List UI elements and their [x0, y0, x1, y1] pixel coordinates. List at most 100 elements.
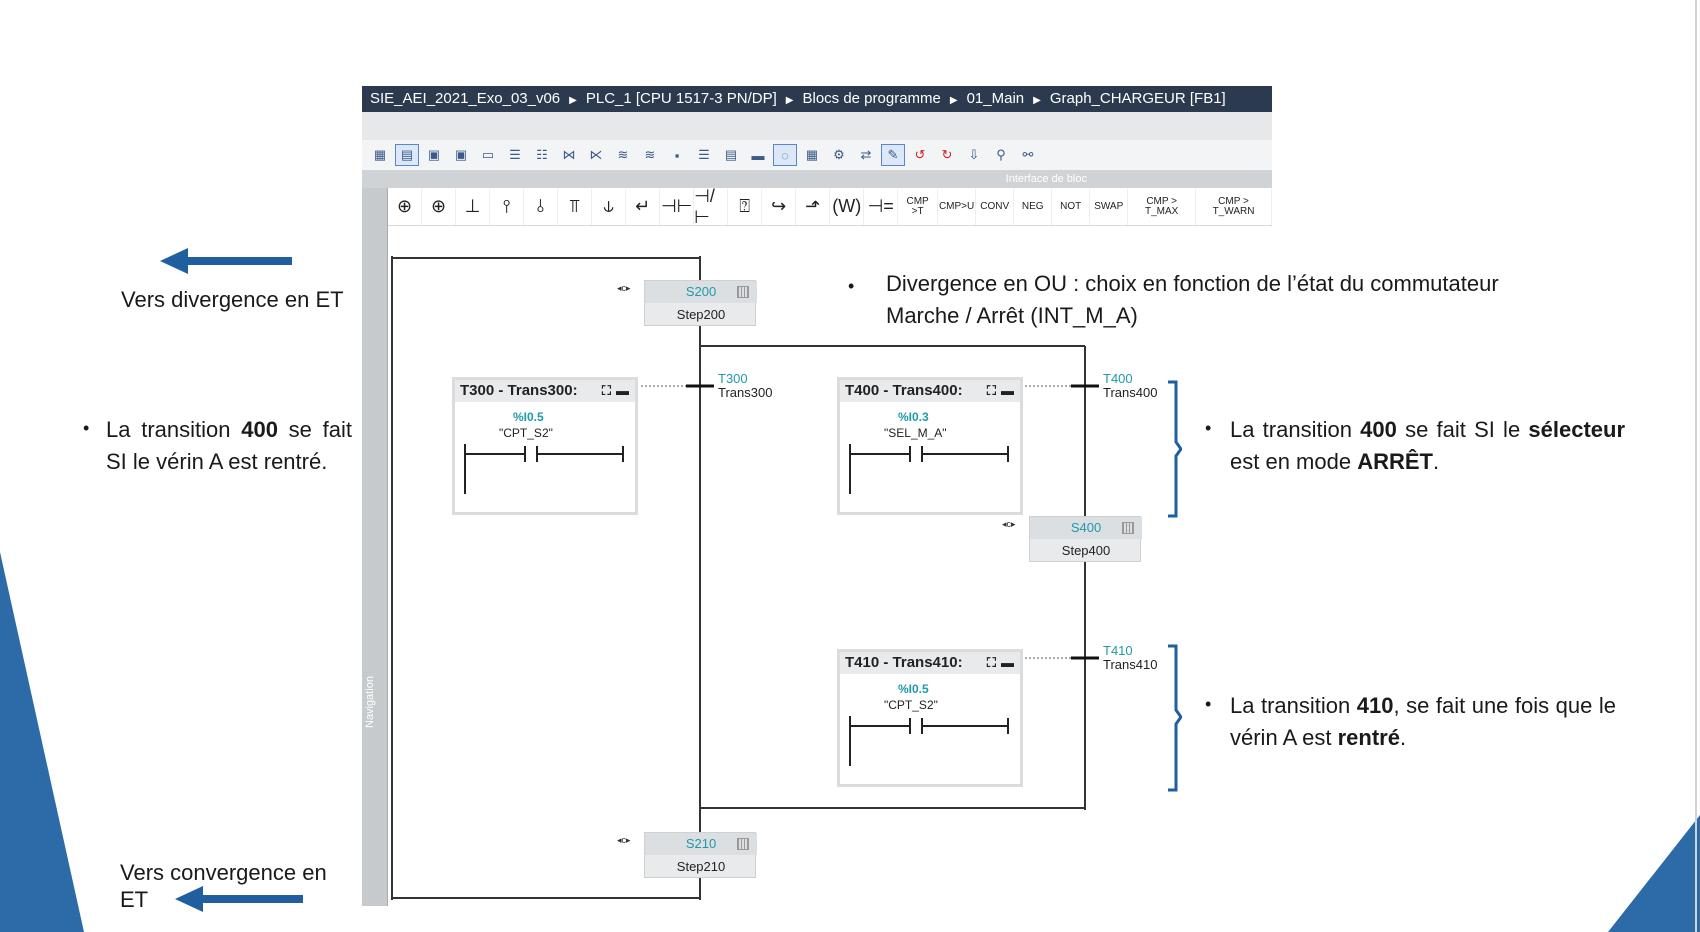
cmp-t-button[interactable]: CMP >T — [898, 188, 938, 225]
swap-button[interactable]: SWAP — [1090, 188, 1129, 225]
permanent-post-icon[interactable]: ▣ — [454, 147, 468, 162]
insert-network-icon[interactable]: ☰ — [509, 147, 521, 162]
transition-box-t300[interactable]: T300 - Trans300:⛶▬ %I0.5 "CPT_S2" — [452, 377, 638, 515]
toolbar-icon[interactable]: ≋ — [644, 147, 656, 162]
minimize-icon[interactable]: ▬ — [1001, 655, 1014, 670]
transition-label-t400[interactable]: T400 Trans400 — [1103, 371, 1158, 400]
comment-icon[interactable]: ◌ — [773, 144, 797, 166]
toolbar-icon[interactable]: ⋈ — [562, 147, 576, 162]
navigation-panel[interactable]: Navigation — [362, 188, 388, 906]
bullet-dot: • — [848, 276, 855, 296]
breadcrumb-item[interactable]: 01_Main — [966, 90, 1025, 107]
step-grid-icon — [1122, 522, 1134, 534]
right-transition-400-note: La transition 400 se fait SI le sélecteu… — [1230, 417, 1626, 474]
graph-elements-toolbar: ⊕ ⊕ ⊥ ⫯ ⫰ ⫪ ⫝ ↵ ⊣⊢ ⊣/⊢ ⍰ ↪ ⬏ (W) ⊣= CMP … — [388, 186, 1272, 227]
transition-box-t410[interactable]: T410 - Trans410:⛶▬ %I0.5 "CPT_S2" — [837, 649, 1023, 787]
window-header-strip — [362, 112, 1272, 140]
cmp-tmax-button[interactable]: CMP > T_MAX — [1128, 188, 1197, 225]
toolbar-icon[interactable]: ▦ — [805, 147, 819, 162]
left-arrow-icon — [175, 886, 303, 912]
jump-icon[interactable]: ⫯ — [490, 188, 525, 225]
breadcrumb-item[interactable]: Graph_CHARGEUR [FB1] — [1049, 90, 1226, 107]
coil-icon[interactable]: (W) — [830, 188, 865, 225]
no-contact-icon[interactable] — [463, 444, 633, 494]
branch-open-icon[interactable]: ⫝ — [592, 188, 627, 225]
window-icon[interactable]: ▬ — [751, 147, 765, 163]
contact-address: %I0.3 — [898, 410, 929, 424]
end-icon[interactable]: ⫰ — [524, 188, 559, 225]
conv-button[interactable]: CONV — [976, 188, 1015, 225]
editor-toolbar: ▦ ▤ ▣ ▣ ▭ ☰ ☷ ⋈ ⋉ ≋ ≋ ▪ ☰ ▤ ▬ ◌ ▦ ⚙ ⇄ ✎ … — [362, 140, 1272, 170]
download-icon[interactable]: ⇩ — [968, 147, 980, 162]
contact-address: %I0.5 — [513, 410, 544, 424]
step-name: Step200 — [676, 307, 726, 322]
step-number: S400 — [1030, 517, 1142, 539]
transition-icon[interactable]: ⊥ — [456, 188, 491, 225]
step-s210[interactable]: ◂c▸ S210 Step210 — [617, 832, 757, 878]
branch-icon[interactable]: ⫪ — [558, 188, 593, 225]
sequence-view-icon[interactable]: ▦ — [373, 147, 387, 162]
breadcrumb-item[interactable]: Blocs de programme — [802, 90, 941, 107]
step-grid-icon — [737, 286, 749, 298]
monitor-icon[interactable]: ⚲ — [996, 147, 1006, 162]
breadcrumb-item[interactable]: PLC_1 [CPU 1517-3 PN/DP] — [585, 90, 777, 107]
breadcrumb-item[interactable]: SIE_AEI_2021_Exo_03_v06 — [370, 90, 561, 107]
block-interface-bar[interactable]: Interface de bloc — [362, 170, 1272, 188]
empty-box-icon[interactable]: ⍰ — [728, 188, 763, 225]
divergence-ou-note: Divergence en OU : choix en fonction de … — [886, 271, 1499, 328]
step-jump-icon: ◂c▸ — [1002, 519, 1016, 529]
transition-label-t300[interactable]: T300 Trans300 — [718, 371, 773, 400]
step-s200[interactable]: ◂c▸ S200 Step200 — [617, 280, 757, 326]
left-transition-note: La transition 400 se fait SI le vérin A … — [106, 417, 352, 474]
step-transition-icon[interactable]: ⊕ — [388, 188, 423, 225]
step-number: S200 — [645, 281, 757, 303]
right-brace — [1168, 644, 1182, 792]
toolbar-icon[interactable]: ↻ — [941, 147, 953, 162]
single-step-view-icon[interactable]: ▤ — [395, 144, 419, 166]
right-transition-410-note: La transition 410, se fait une fois que … — [1230, 693, 1617, 750]
toolbar-icon[interactable]: ▪ — [674, 147, 680, 163]
note-convergence-et: Vers convergence en ET — [120, 860, 327, 912]
minimize-icon[interactable]: ▬ — [1001, 383, 1014, 398]
compare-icon[interactable]: ⊣= — [864, 188, 899, 225]
toolbar-icon[interactable]: ≋ — [617, 147, 629, 162]
breadcrumb: SIE_AEI_2021_Exo_03_v06▶PLC_1 [CPU 1517-… — [362, 86, 1272, 112]
delete-network-icon[interactable]: ☷ — [536, 147, 548, 162]
close-branch-icon[interactable]: ↵ — [626, 188, 661, 225]
contact-tag: "CPT_S2" — [884, 698, 938, 712]
nc-contact-icon[interactable]: ⊣/⊢ — [694, 186, 729, 227]
step-icon[interactable]: ⊕ — [422, 188, 457, 225]
transition-box-t400[interactable]: T400 - Trans400:⛶▬ %I0.3 "SEL_M_A" — [837, 377, 1023, 515]
contact-address: %I0.5 — [898, 682, 929, 696]
toolbar-icon[interactable]: ⋉ — [589, 147, 603, 162]
left-arrow-icon — [160, 248, 292, 274]
not-button[interactable]: NOT — [1052, 188, 1091, 225]
no-contact-icon[interactable]: ⊣⊢ — [660, 188, 695, 225]
bullet-dot: • — [83, 418, 90, 438]
window-icon[interactable]: ▤ — [724, 147, 738, 162]
contact-tag: "SEL_M_A" — [884, 426, 947, 440]
expand-icon[interactable]: ⛶ — [986, 655, 996, 670]
expand-icon[interactable]: ⛶ — [601, 383, 611, 398]
monitor-icon[interactable]: ⚯ — [1022, 147, 1034, 162]
toolbar-icon[interactable]: ⚙ — [833, 147, 845, 162]
toolbar-icon[interactable]: ✎ — [881, 144, 905, 166]
step-name: Step400 — [1061, 543, 1111, 558]
expand-icon[interactable]: ⛶ — [986, 383, 996, 398]
permanent-pre-icon[interactable]: ▣ — [427, 147, 441, 162]
toolbar-icon[interactable]: ⇄ — [860, 147, 872, 162]
close-branch-arrow-icon[interactable]: ⬏ — [796, 188, 831, 225]
open-branch-icon[interactable]: ↪ — [762, 188, 797, 225]
list-icon[interactable]: ☰ — [698, 147, 710, 162]
toolbar-icon[interactable]: ↺ — [914, 147, 926, 162]
transition-label-t410[interactable]: T410 Trans410 — [1103, 643, 1158, 672]
minimize-icon[interactable]: ▬ — [616, 383, 629, 398]
neg-button[interactable]: NEG — [1014, 188, 1053, 225]
no-contact-icon[interactable] — [848, 716, 1018, 766]
no-contact-icon[interactable] — [848, 444, 1018, 494]
alarms-icon[interactable]: ▭ — [481, 147, 495, 162]
bullet-dot: • — [1205, 418, 1212, 438]
cmp-u-button[interactable]: CMP>U — [938, 188, 977, 225]
cmp-twarn-button[interactable]: CMP > T_WARN — [1196, 188, 1272, 225]
step-s400[interactable]: ◂c▸ S400 Step400 — [1002, 516, 1142, 562]
